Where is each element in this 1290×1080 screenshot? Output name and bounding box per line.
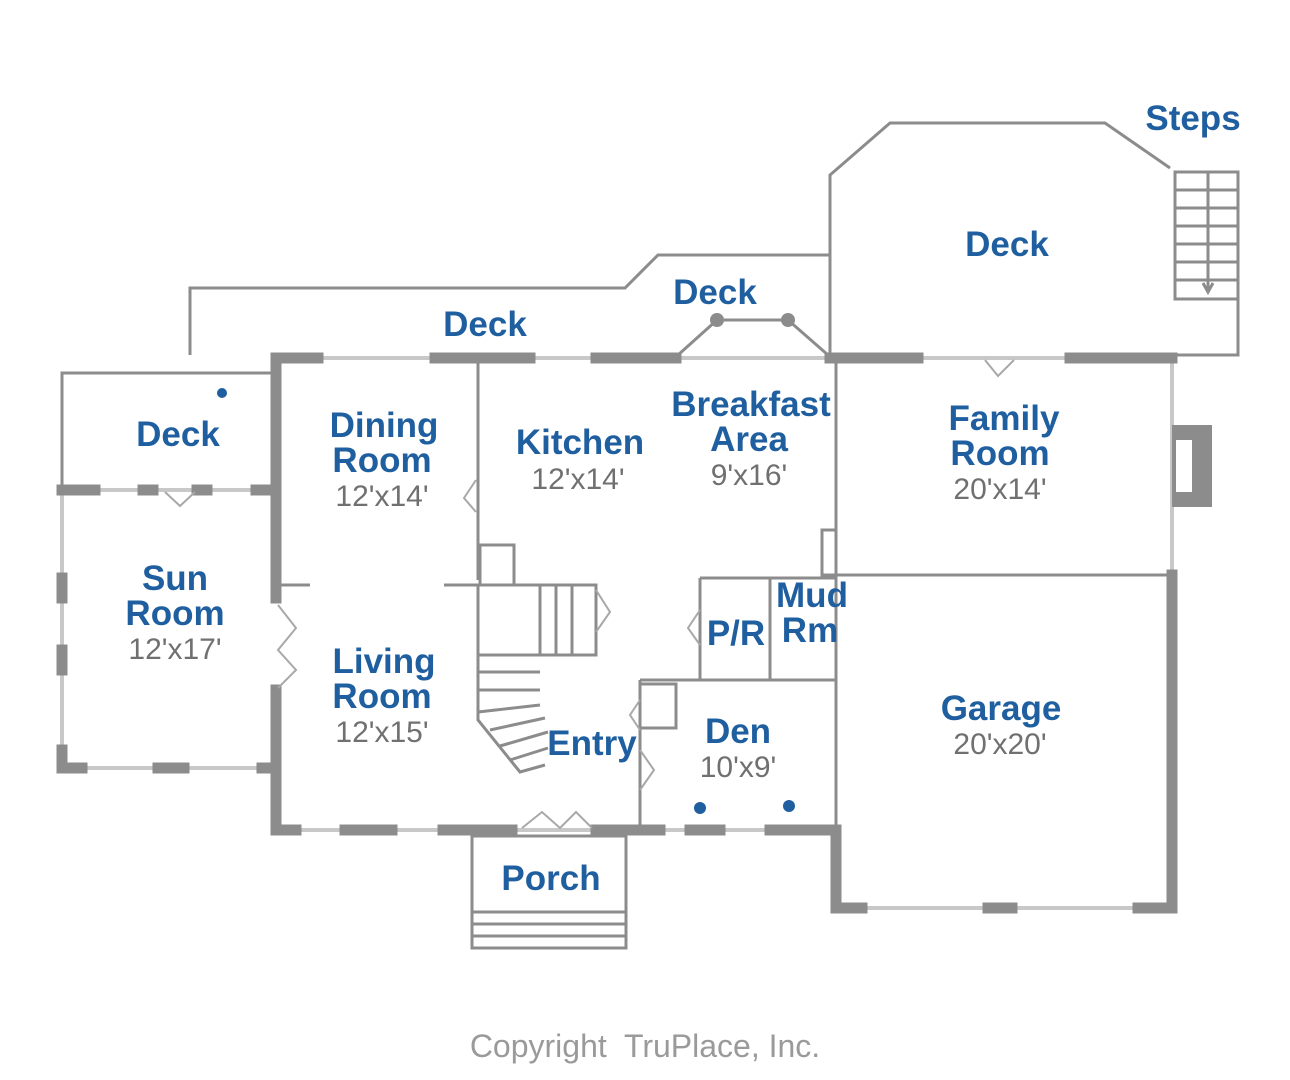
label-garage: Garage	[941, 689, 1062, 728]
label-mud-2: Rm	[782, 611, 838, 650]
deck-outlines	[60, 121, 1240, 485]
dim-breakfast: 9'x16'	[711, 459, 788, 492]
marker-dot	[783, 800, 795, 812]
label-living-2: Room	[332, 677, 431, 716]
marker-dot	[217, 388, 227, 398]
marker-dot	[694, 802, 706, 814]
dim-kitchen: 12'x14'	[531, 463, 624, 496]
label-deck-right: Deck	[965, 225, 1049, 264]
stair-drawing	[476, 583, 598, 774]
dim-family: 20'x14'	[953, 473, 1046, 506]
porch-drawing	[470, 834, 628, 950]
label-dining-2: Room	[332, 441, 431, 480]
label-den: Den	[705, 712, 771, 751]
label-living-1: Living	[332, 642, 435, 681]
label-deck-mid: Deck	[443, 305, 527, 344]
dim-den: 10'x9'	[700, 751, 777, 784]
label-steps: Steps	[1145, 99, 1240, 138]
label-breakfast-1: Breakfast	[671, 385, 831, 424]
markers	[217, 388, 795, 814]
bay-window	[676, 313, 829, 357]
label-family-1: Family	[949, 399, 1060, 438]
label-mud-1: Mud	[776, 576, 848, 615]
dim-sun: 12'x17'	[128, 633, 221, 666]
label-deck-left: Deck	[136, 415, 220, 454]
label-sun-1: Sun	[142, 559, 208, 598]
label-kitchen: Kitchen	[516, 423, 644, 462]
door-swings	[164, 359, 1015, 830]
interior-walls	[276, 362, 1172, 830]
dim-garage: 20'x20'	[953, 728, 1046, 761]
label-sun-2: Room	[125, 594, 224, 633]
dim-living: 12'x15'	[335, 716, 428, 749]
label-porch: Porch	[501, 859, 600, 898]
label-family-2: Room	[950, 434, 1049, 473]
dim-dining: 12'x14'	[335, 480, 428, 513]
label-deck-top: Deck	[673, 273, 757, 312]
label-dining-1: Dining	[330, 406, 439, 445]
copyright-notice: Copyright TruPlace, Inc.	[469, 1028, 821, 1064]
steps-drawing	[1173, 170, 1240, 301]
exterior-walls	[56, 352, 1212, 914]
label-breakfast-2: Area	[710, 420, 788, 459]
label-entry: Entry	[547, 724, 637, 763]
room-labels: Steps Deck Deck Deck Deck Dining Room 12…	[125, 99, 1240, 898]
label-powder: P/R	[707, 614, 765, 653]
